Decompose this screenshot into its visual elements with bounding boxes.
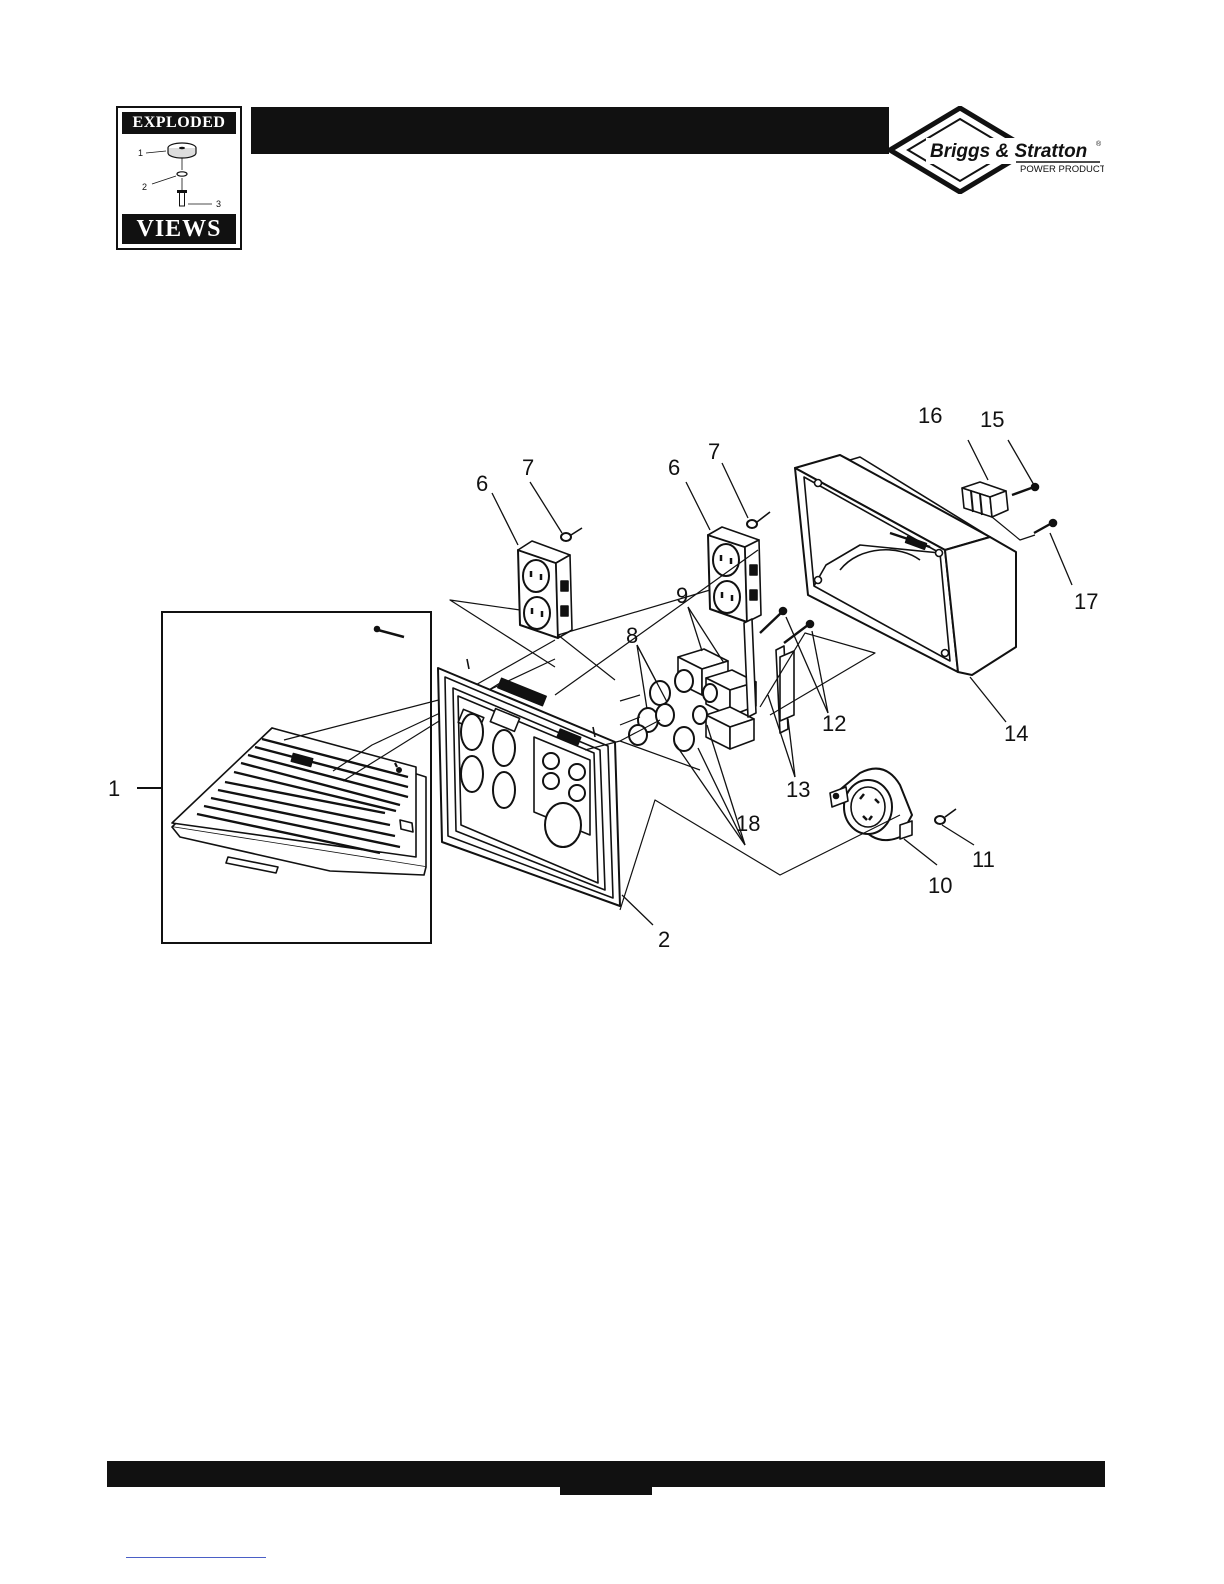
badge-label-3: 3 <box>216 199 221 209</box>
callout-7-right: 7 <box>708 439 720 464</box>
callout-11: 11 <box>972 847 995 872</box>
brand-registered-mark: ® <box>1096 140 1102 148</box>
exploded-views-badge: EXPLODED 1 2 3 VIEWS <box>116 106 242 250</box>
callout-13: 13 <box>786 777 810 802</box>
badge-sample-exploded-art: 1 2 3 <box>122 136 236 216</box>
callout-14: 14 <box>1004 721 1028 746</box>
callout-17: 17 <box>1074 589 1098 614</box>
terminal-block <box>962 482 1008 517</box>
cover-detail-box <box>161 611 432 944</box>
briggs-stratton-logo: Briggs & Stratton ® POWER PRODUCTS <box>888 106 1104 194</box>
badge-label-1: 1 <box>138 148 143 158</box>
duplex-receptacle-right <box>708 527 761 622</box>
footer-link-underline[interactable] <box>126 1557 266 1558</box>
brand-name: Briggs & Stratton <box>930 141 1087 162</box>
callout-6-left: 6 <box>476 471 488 496</box>
callout-12: 12 <box>822 711 846 736</box>
callout-7-left: 7 <box>522 455 534 480</box>
callout-10: 10 <box>928 873 952 898</box>
callout-8: 8 <box>626 623 638 648</box>
callout-1: 1 <box>108 776 120 801</box>
callout-18: 18 <box>736 811 760 836</box>
callout-6-right: 6 <box>668 455 680 480</box>
faceplate <box>438 659 620 906</box>
callout-16: 16 <box>918 403 942 428</box>
badge-title-top: EXPLODED <box>122 112 236 134</box>
callout-15: 15 <box>980 407 1004 432</box>
brand-tagline: POWER PRODUCTS <box>1020 164 1104 175</box>
badge-label-2: 2 <box>142 182 147 192</box>
badge-title-bottom: VIEWS <box>122 214 236 244</box>
terminal-strips <box>744 619 794 733</box>
duplex-receptacle-left <box>518 541 572 638</box>
callout-2: 2 <box>658 927 670 952</box>
callout-9: 9 <box>676 583 688 608</box>
header-bar <box>251 107 889 154</box>
footer-page-tab <box>560 1467 652 1495</box>
